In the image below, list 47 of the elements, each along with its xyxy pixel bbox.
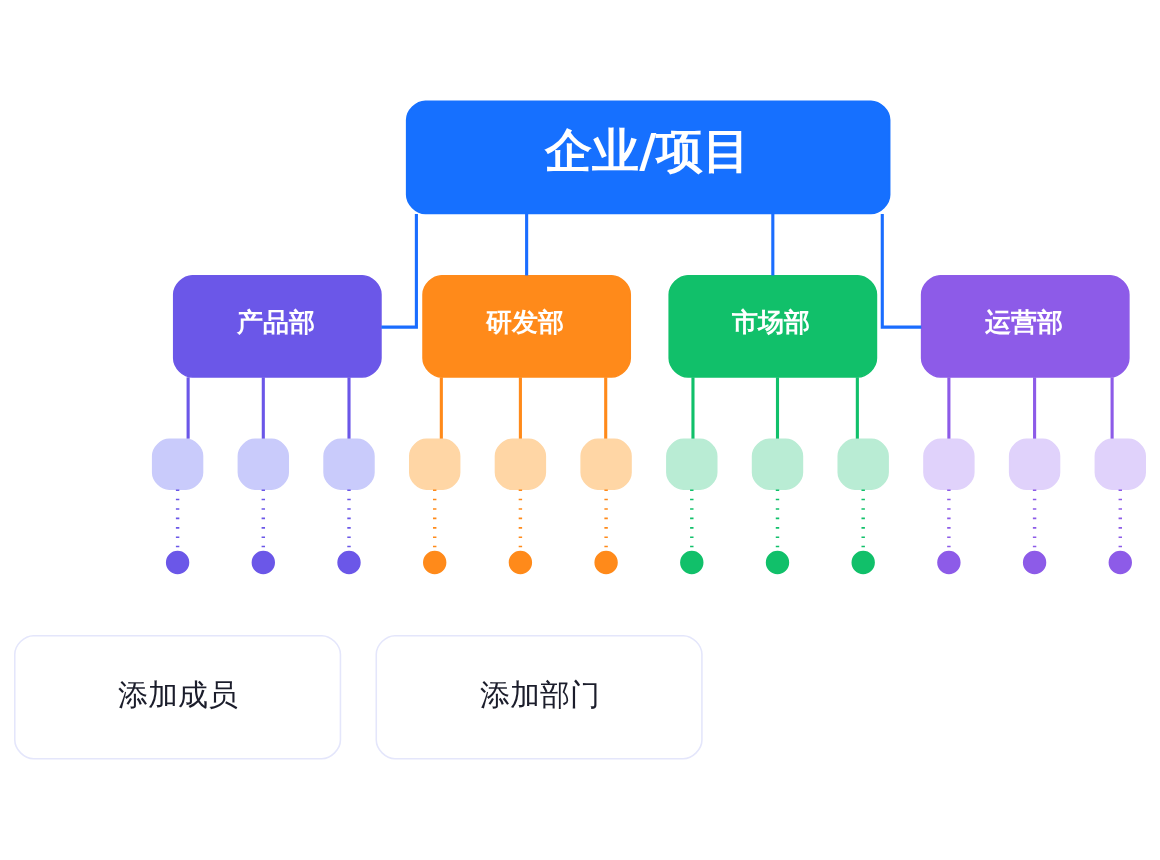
connector: [381, 213, 418, 329]
node-circle: [594, 550, 618, 575]
node-box: [580, 438, 632, 490]
node-circle: [851, 550, 875, 575]
connector: [947, 377, 951, 439]
connector: [518, 377, 522, 439]
node-circle: [765, 550, 790, 575]
node-box: 产品部: [172, 274, 382, 378]
connector: [1110, 377, 1114, 439]
connector: [691, 377, 695, 439]
node-circle: [423, 550, 447, 575]
connector: [347, 377, 351, 439]
node-box: 市场部: [668, 274, 878, 378]
node-box: [923, 438, 975, 490]
node-box: 运营部: [920, 274, 1130, 378]
node-box: [666, 438, 718, 490]
node-box: [237, 438, 289, 490]
node-box: 研发部: [422, 274, 632, 378]
connector: [261, 377, 265, 439]
connector: [771, 213, 775, 276]
connector: [880, 213, 922, 329]
node-box: [151, 438, 204, 490]
node-box: [409, 438, 461, 490]
node-circle: [251, 550, 275, 575]
connector: [525, 213, 529, 276]
node-box: [1094, 438, 1146, 490]
node-box: 企业/项目: [405, 100, 891, 215]
connector: [855, 377, 859, 439]
node-box: [837, 438, 889, 490]
node-circle: [508, 550, 533, 575]
node-box: [1008, 438, 1061, 490]
node-circle: [1108, 550, 1132, 575]
node-box: 添加部门: [375, 634, 703, 760]
node-box: 添加成员: [14, 634, 342, 760]
node-box: [751, 438, 804, 490]
node-circle: [165, 550, 190, 575]
connector: [775, 377, 780, 439]
node-circle: [337, 550, 361, 575]
connector: [1033, 377, 1037, 439]
connector: [604, 377, 608, 439]
node-circle: [1022, 550, 1047, 575]
node-circle: [680, 550, 704, 575]
connector: [186, 377, 190, 439]
node-circle: [937, 550, 961, 575]
node-box: [323, 438, 375, 490]
node-box: [494, 438, 547, 490]
connector: [439, 377, 443, 439]
